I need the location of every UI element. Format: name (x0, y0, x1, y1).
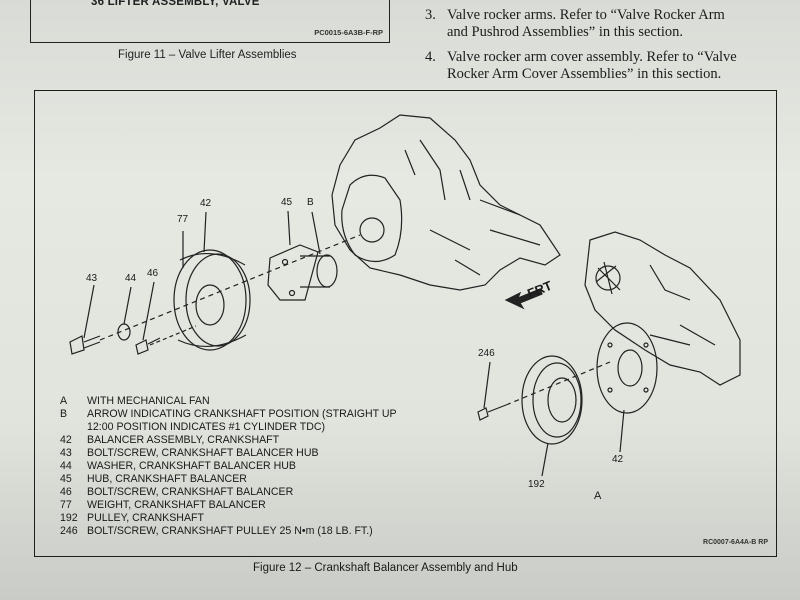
frt-arrow (504, 288, 543, 310)
legend-row: A WITH MECHANICAL FAN (60, 395, 397, 408)
balancer-rim (185, 253, 251, 347)
hub-bolt-hole (288, 289, 296, 297)
legend-key: 46 (60, 486, 72, 498)
legend-row: 192 PULLEY, CRANKSHAFT (60, 512, 397, 525)
legend-row: 246 BOLT/SCREW, CRANKSHAFT PULLEY 25 N•m … (60, 525, 397, 538)
pulley-192-inner (547, 377, 577, 423)
figure-12-caption: Figure 12 – Crankshaft Balancer Assembly… (253, 562, 518, 574)
leader-lines (83, 210, 321, 341)
figure-11-caption: Figure 11 – Valve Lifter Assemblies (118, 49, 297, 61)
callout-42-a: 42 (612, 454, 624, 465)
step-text-line: and Pushrod Assemblies” in this section. (447, 24, 684, 40)
figure-12-frame (34, 90, 777, 557)
bolt-43 (69, 335, 101, 355)
step-text-line: Valve rocker arms. Refer to “Valve Rocke… (447, 7, 725, 23)
legend-text: BOLT/SCREW, CRANKSHAFT PULLEY 25 N•m (18… (87, 525, 373, 537)
legend-text: WEIGHT, CRANKSHAFT BALANCER (87, 499, 266, 511)
legend-key: 43 (60, 447, 72, 459)
legend-row: 77 WEIGHT, CRANKSHAFT BALANCER (60, 499, 397, 512)
step-text-line: Rocker Arm Cover Assemblies” in this sec… (447, 66, 722, 82)
callout-42: 42 (200, 198, 212, 209)
legend-row: 46 BOLT/SCREW, CRANKSHAFT BALANCER (60, 486, 397, 499)
callout-77: 77 (177, 214, 189, 225)
legend-text: HUB, CRANKSHAFT BALANCER (87, 473, 247, 485)
legend-key: B (60, 408, 68, 420)
leader-lines-a (483, 361, 625, 477)
balancer-groove (177, 252, 247, 348)
legend-key: 44 (60, 460, 72, 472)
legend-row: 44 WASHER, CRANKSHAFT BALANCER HUB (60, 460, 397, 473)
figure-11-legend-item: 36 LIFTER ASSEMBLY, VALVE (91, 0, 260, 8)
pulley-192-groove (532, 362, 582, 438)
legend-text: PULLEY, CRANKSHAFT (87, 512, 204, 524)
step-number: 3. (425, 7, 436, 23)
legend-key: 45 (60, 473, 72, 485)
legend-text: WASHER, CRANKSHAFT BALANCER HUB (87, 460, 296, 472)
balancer-a-hole (643, 387, 649, 393)
legend-text: BOLT/SCREW, CRANKSHAFT BALANCER (87, 486, 294, 498)
legend-row: 45 HUB, CRANKSHAFT BALANCER (60, 473, 397, 486)
callout-246: 246 (478, 348, 495, 359)
step-3: 3. Valve rocker arms. Refer to “Valve Roc… (425, 7, 725, 41)
legend-key: A (60, 395, 68, 407)
engine-a-outline (584, 231, 741, 386)
engine-a-fan-mesh (595, 261, 621, 295)
legend-row: B ARROW INDICATING CRANKSHAFT POSITION (S… (60, 408, 397, 421)
engine-a-fan-hub (595, 265, 621, 291)
step-4: 4. Valve rocker arm cover assembly. Refer… (425, 49, 737, 83)
engine-detail-lines (404, 139, 471, 251)
balancer-a-inner (617, 349, 643, 387)
engine-rib-lines (454, 199, 541, 276)
legend-key: 192 (60, 512, 78, 524)
legend-text: 12:00 POSITION INDICATES #1 CYLINDER TDC… (87, 421, 326, 433)
engine-crank-boss (359, 217, 385, 243)
step-number: 4. (425, 49, 436, 65)
balancer-a-hole (643, 342, 649, 348)
hub-flange (267, 244, 319, 301)
callout-B: B (307, 197, 314, 208)
legend-row: 12:00 POSITION INDICATES #1 CYLINDER TDC… (60, 421, 397, 434)
hub-shaft-body (300, 255, 330, 288)
balancer-inner (195, 284, 225, 326)
legend-text: ARROW INDICATING CRANKSHAFT POSITION (ST… (87, 408, 397, 420)
legend-row: 43 BOLT/SCREW, CRANKSHAFT BALANCER HUB (60, 447, 397, 460)
legend-key: 246 (60, 525, 78, 537)
figure-11-frame: 36 LIFTER ASSEMBLY, VALVE PC0015-6A3B-F-… (30, 0, 390, 43)
bolt-46 (135, 337, 161, 355)
callout-43: 43 (86, 273, 98, 284)
callout-192: 192 (528, 479, 545, 490)
callout-46: 46 (147, 268, 159, 279)
balancer-a-hole (607, 342, 613, 348)
legend-text: BALANCER ASSEMBLY, CRANKSHAFT (87, 434, 280, 446)
callout-45: 45 (281, 197, 293, 208)
assembly-axis-46 (149, 325, 197, 346)
assembly-axis (99, 234, 361, 341)
legend-row: 42 BALANCER ASSEMBLY, CRANKSHAFT (60, 434, 397, 447)
legend-key: 42 (60, 434, 72, 446)
engine-block-outline (331, 114, 561, 291)
view-label-a: A (594, 490, 602, 502)
engine-timing-cover (341, 174, 403, 263)
hub-bolt-hole (281, 258, 289, 266)
figure-11-code: PC0015-6A3B-F-RP (314, 28, 383, 37)
balancer-a-hole (607, 387, 613, 393)
bolt-246 (477, 404, 507, 421)
balancer-outer (173, 249, 247, 351)
figure-12-legend: A WITH MECHANICAL FAN B ARROW INDICATING C… (60, 395, 397, 538)
hub-shaft (316, 254, 338, 288)
balancer-a-outer (596, 322, 658, 414)
engine-a-details (649, 264, 716, 346)
figure-12-code: RC0007-6A4A-B RP (703, 539, 768, 546)
legend-text: BOLT/SCREW, CRANKSHAFT BALANCER HUB (87, 447, 319, 459)
legend-key (60, 421, 87, 434)
legend-text: WITH MECHANICAL FAN (87, 395, 210, 407)
pulley-192-outer (521, 355, 583, 445)
legend-key: 77 (60, 499, 72, 511)
callout-44: 44 (125, 273, 137, 284)
step-text-line: Valve rocker arm cover assembly. Refer t… (447, 49, 737, 65)
assembly-axis-a (505, 361, 611, 406)
